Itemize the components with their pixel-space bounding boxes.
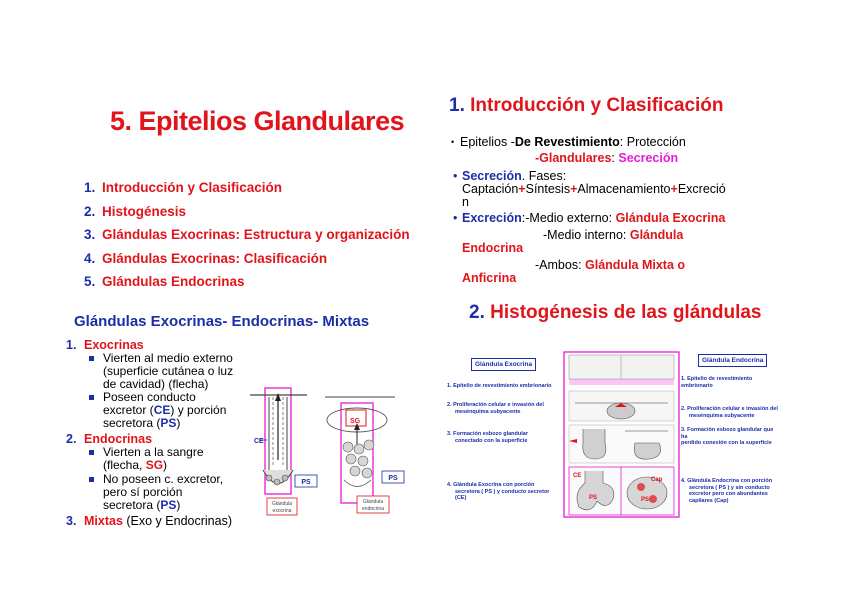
table-of-contents: 1.Introducción y Clasificación 2.Histogé…: [84, 180, 410, 298]
toc-item: 5.Glándulas Endocrinas: [84, 274, 245, 290]
secrecion-block: •Secreción. Fases: Captación+Síntesis+Al…: [453, 169, 726, 209]
svg-text:endocrina: endocrina: [362, 506, 384, 512]
mixed-heading: 3.Mixtas (Exo y Endocrinas): [66, 514, 232, 528]
endocrine-bullet-2: No poseen c. excretor, pero sí porción s…: [89, 473, 223, 512]
ambos-line: -Ambos: Glándula Mixta o: [535, 258, 686, 272]
exocrine-bullet-2: Poseen conducto excretor (CE) y porción …: [89, 391, 226, 430]
glandulares-line: -Glandulares: Secreción: [535, 151, 679, 165]
gland-figure: CE PS Glándula exocrina SG PS Glándula e…: [250, 387, 405, 516]
ps-label: PS: [589, 495, 597, 501]
ps-label: PS: [641, 497, 649, 503]
endocrine-bullet-1: Vierten a la sangre (flecha, SG): [89, 446, 204, 472]
excrecion-line: •Excreción:-Medio externo: Glándula Exoc…: [453, 211, 726, 225]
svg-text:Glándula: Glándula: [363, 499, 383, 505]
toc-item: 4.Glándulas Exocrinas: Clasificación: [84, 250, 328, 266]
bullet-icon: [89, 356, 94, 361]
anficrina-word: Anficrina: [462, 271, 517, 285]
exocrine-bullet-1: Vierten al medio externo (superficie cut…: [89, 352, 233, 391]
endocrine-heading: 2.Endocrinas: [66, 432, 153, 446]
endocrine-box: Glándula Endocrina: [698, 354, 768, 367]
toc-item: 3.Glándulas Exocrinas: Estructura y orga…: [84, 227, 410, 243]
intro-title: 1. Introducción y Clasificación: [449, 95, 724, 116]
bullet-icon: [89, 477, 94, 482]
bullet-icon: [89, 395, 94, 400]
bullet-icon: [89, 450, 94, 455]
exocrine-outline: [264, 387, 292, 495]
endocrina-word: Endocrina: [462, 241, 524, 255]
histogenesis-drawing: CE PS PS Cap: [563, 351, 680, 518]
cap-label: Cap: [651, 477, 663, 483]
toc-item: 2.Histogénesis: [84, 203, 187, 219]
arrow-head-icon: [275, 393, 281, 401]
sg-label: SG: [350, 418, 361, 425]
histogenesis-title: 2. Histogénesis de las glándulas: [469, 302, 762, 323]
ps-label-2: PS: [388, 475, 398, 482]
exocrine-box: Glándula Exocrina: [471, 358, 537, 371]
epitelios-line: •Epitelios -De Revestimiento: Protección: [451, 135, 686, 149]
medio-interno-line: -Medio interno: Glándula: [543, 228, 684, 242]
toc-item: 1.Introducción y Clasificación: [84, 180, 283, 195]
exo-step-1: 1. Epitelio de revestimiento embrionario: [447, 383, 552, 389]
endo-step-1: 1. Epitelio de revestimiento embrionario: [681, 376, 753, 389]
ce-label: CE: [573, 473, 581, 479]
ps-label-1: PS: [301, 479, 311, 486]
exocrine-heading: 1.Exocrinas: [66, 338, 144, 352]
slide-title: 5. Epitelios Glandulares: [110, 106, 405, 136]
glands-section-title: Glándulas Exocrinas- Endocrinas- Mixtas: [74, 313, 370, 330]
svg-text:Glándula: Glándula: [272, 501, 292, 507]
histogenesis-diagram: Glándula Exocrina Glándula Endocrina 1. …: [445, 348, 778, 518]
ce-label: CE: [254, 438, 264, 445]
svg-text:exocrina: exocrina: [273, 508, 292, 514]
